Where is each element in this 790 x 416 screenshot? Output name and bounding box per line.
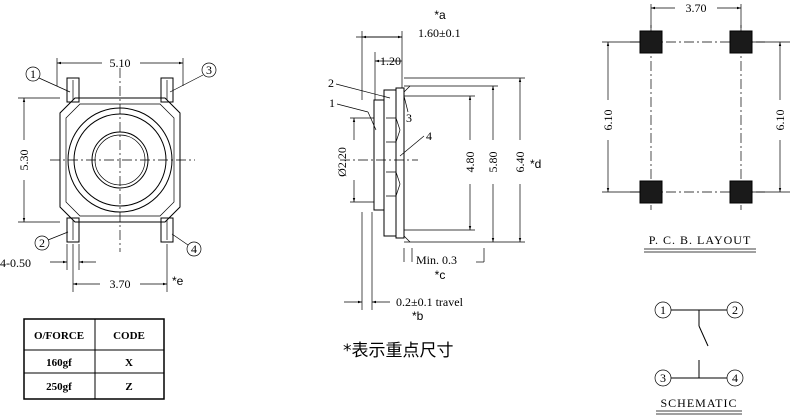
callout-1: 1: [329, 96, 335, 110]
pcb-pad-4: [729, 180, 753, 204]
table-cell-code-2: Z: [125, 381, 132, 393]
pcb-layout-title: P. C. B. LAYOUT: [649, 233, 752, 247]
diameter-label: Ø2.20: [335, 147, 349, 177]
table-header-force: O/FORCE: [34, 330, 84, 342]
schematic-pin-1: 1: [660, 303, 666, 317]
table-cell-code-1: X: [125, 357, 133, 369]
top-view: 5.10 5.30 1 3 2: [0, 56, 217, 292]
dim-640-label: 6.40: [513, 152, 527, 173]
pcb-pitch-label: 3.70: [686, 1, 707, 15]
callout-3: 3: [406, 111, 412, 125]
schematic-pin-3: 3: [660, 371, 666, 385]
housing-side: [383, 89, 397, 237]
pcb-pad-2: [639, 180, 663, 204]
leg-2: [66, 217, 80, 243]
dim-120-label: 1.20: [380, 54, 401, 68]
switch-body: [59, 97, 181, 223]
schematic-title: SCHEMATIC: [660, 396, 737, 410]
height-dim-label: 5.30: [17, 150, 31, 171]
table-cell-force-2: 250gf: [46, 381, 72, 393]
base-side: [395, 87, 405, 239]
mark-d: *d: [530, 157, 541, 171]
callout-2: 2: [328, 76, 334, 90]
pcb-height-right-label: 6.10: [773, 110, 787, 131]
mark-a: *a: [434, 8, 446, 22]
pin-1-label: 1: [30, 67, 36, 81]
dim-a-label: 1.60±0.1: [418, 26, 461, 40]
force-table: O/FORCE CODE 160gf X 250gf Z: [23, 318, 165, 400]
pin-4-label: 4: [191, 242, 197, 256]
side-view: *a 1.60±0.1 1.20 Ø2.20 4.80: [328, 8, 541, 323]
pin-2-label: 2: [39, 236, 45, 250]
dim-480-label: 4.80: [463, 152, 477, 173]
leg-4: [160, 217, 174, 243]
actuator-side: [373, 99, 385, 211]
pcb-pad-3: [729, 30, 753, 54]
pcb-layout: 3.70 6.10 6.10 P. C. B. LAYOUT: [601, 1, 790, 253]
table-cell-force-1: 160gf: [46, 357, 72, 369]
key-dimension-note: *表示重点尺寸: [343, 341, 454, 361]
schematic: 1 2 3 4 SCHEMATIC: [654, 301, 744, 415]
mark-b: *b: [412, 309, 424, 323]
pin-width-mark: *e: [172, 274, 184, 288]
pcb-pad-1: [639, 30, 663, 54]
width-dim-label: 5.10: [110, 56, 131, 70]
mark-c: *c: [435, 268, 446, 282]
min-label: Min. 0.3: [416, 253, 457, 267]
leg-1: [66, 77, 80, 103]
pin-3-label: 3: [206, 63, 212, 77]
schematic-pin-4: 4: [732, 371, 738, 385]
callout-4: 4: [426, 129, 432, 143]
leg-3: [160, 77, 174, 103]
travel-label: 0.2±0.1 travel: [396, 295, 464, 309]
pin-width-dim-label: 4-0.50: [0, 256, 31, 270]
pcb-height-left-label: 6.10: [601, 110, 615, 131]
schematic-pin-2: 2: [732, 303, 738, 317]
table-header-code: CODE: [113, 330, 145, 342]
dim-580-label: 5.80: [486, 152, 500, 173]
pin-pitch-dim-label: 3.70: [110, 277, 131, 291]
